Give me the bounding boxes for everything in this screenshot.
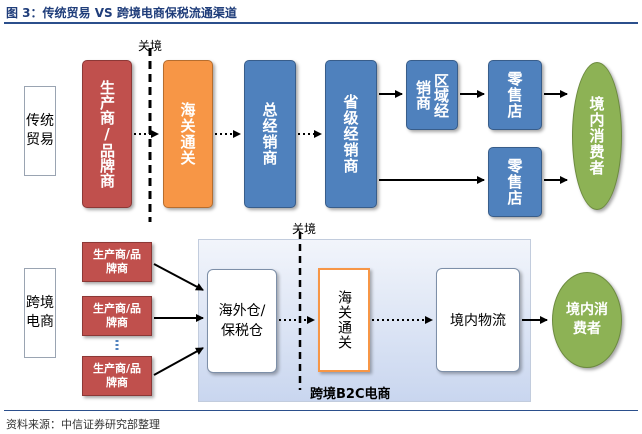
figure-source: 资料来源：中信证券研究部整理 <box>6 418 160 431</box>
top-rule <box>4 22 638 24</box>
row-label-traditional: 传统贸易 <box>24 86 56 176</box>
retail-store-box-2: 零售店 <box>488 147 542 217</box>
customs-box-traditional: 海关通关 <box>163 60 213 208</box>
producer-box-traditional: 生产商/品牌商 <box>82 60 132 208</box>
producer-box-crossborder-2: 生产商/品牌商 <box>82 296 152 336</box>
retail-store-box-1: 零售店 <box>488 60 542 130</box>
arrow-producer-3-to-warehouse <box>153 347 204 376</box>
producer-box-crossborder-3: 生产商/品牌商 <box>82 356 152 396</box>
row-label-crossborder: 跨境电商 <box>24 268 56 358</box>
general-distributor-box: 总经销商 <box>244 60 296 208</box>
regional-distributor-box: 区域经销商 <box>406 60 458 130</box>
bottom-rule <box>4 410 638 411</box>
domestic-logistics-box: 境内物流 <box>436 268 520 372</box>
customs-box-crossborder: 海关通关 <box>318 268 370 372</box>
arrow-producer-1-to-warehouse <box>153 263 204 291</box>
customs-border-label-traditional: 关境 <box>138 39 163 53</box>
figure-title: 图 3：传统贸易 VS 跨境电商保税流通渠道 <box>6 6 237 20</box>
crossborder-b2c-label: 跨境B2C电商 <box>310 387 391 402</box>
producer-box-crossborder-1: 生产商/品牌商 <box>82 242 152 282</box>
overseas-bonded-warehouse-box: 海外仓/保税仓 <box>207 269 277 373</box>
customs-border-label-crossborder: 关境 <box>292 222 317 236</box>
consumer-ellipse-crossborder: 境内消费者 <box>552 272 622 368</box>
provincial-distributor-box: 省级经销商 <box>325 60 377 208</box>
consumer-ellipse-traditional: 境内消费者 <box>572 62 622 210</box>
